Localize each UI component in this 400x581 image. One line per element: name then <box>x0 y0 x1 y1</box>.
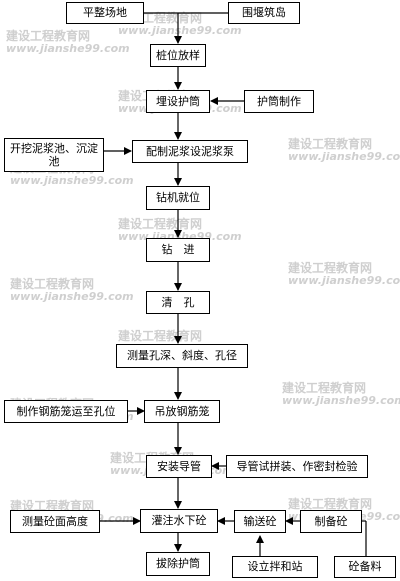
node-hole-clean: 清 孔 <box>146 291 210 314</box>
node-casing-making: 护筒制作 <box>244 90 314 113</box>
node-rig-position: 钻机就位 <box>146 186 210 210</box>
node-pile-layout: 桩位放样 <box>150 44 206 67</box>
node-site-leveling: 平整场地 <box>66 2 144 24</box>
node-drilling: 钻 进 <box>146 238 210 262</box>
node-setup-station: 设立拌和站 <box>232 556 318 578</box>
node-prep-concrete: 制备砼 <box>300 510 362 533</box>
node-tremie-test: 导管试拼装、作密封检验 <box>226 455 368 478</box>
node-pour-concrete: 灌注水下砼 <box>140 509 218 533</box>
node-dig-pits: 开挖泥浆池、沉淀池 <box>4 138 104 172</box>
node-measure-concrete: 测量砼面高度 <box>10 510 100 533</box>
node-concrete-material: 砼备料 <box>334 556 396 578</box>
node-hoist-cage: 吊放钢筋笼 <box>144 400 220 423</box>
node-bury-casing: 埋设护筒 <box>146 90 210 113</box>
node-install-tremie: 安装导管 <box>146 455 212 478</box>
node-remove-casing: 拔除护筒 <box>146 552 210 576</box>
node-transport-concrete: 输送砼 <box>234 510 286 533</box>
node-mud-prep: 配制泥浆设泥浆泵 <box>132 140 248 163</box>
node-make-cage: 制作钢筋笼运至孔位 <box>4 400 128 423</box>
node-cofferdam-island: 围堰筑岛 <box>228 2 300 24</box>
node-measure-hole: 测量孔深、斜度、孔径 <box>116 344 248 368</box>
